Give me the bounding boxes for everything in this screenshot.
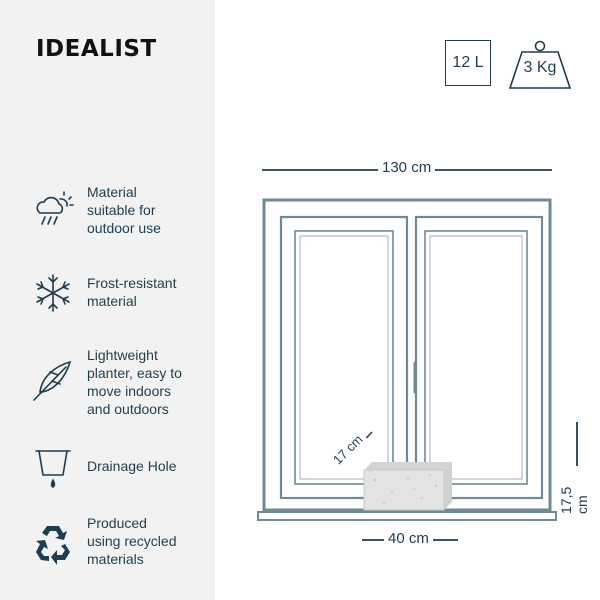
features-sidebar: IDEALIST Material suitable for outdoor u…: [0, 0, 215, 600]
feature-text-line: suitable for: [87, 202, 156, 218]
feature-lightweight: Lightweight planter, easy to move indoor…: [30, 346, 210, 417]
window-sill: [257, 511, 557, 521]
right-glass: [424, 230, 528, 485]
feature-frost-resistant: Frost-resistant material: [30, 274, 210, 334]
feature-text-line: material: [87, 293, 137, 309]
left-sash: [279, 215, 409, 500]
volume-badge: 12 L: [445, 40, 491, 86]
feature-text-line: move indoors: [87, 383, 172, 399]
right-sash: [414, 215, 544, 500]
left-glass-inner: [299, 235, 389, 480]
weight-badge: 3 Kg: [508, 40, 572, 89]
feature-recycled-materials: Produced using recycled materials: [30, 514, 210, 574]
volume-value: 12 L: [452, 54, 484, 71]
planter-box: [363, 462, 452, 511]
feature-text-line: and outdoors: [87, 401, 169, 417]
feature-text-line: planter, easy to: [87, 365, 182, 381]
weight-value: 3 Kg: [523, 59, 557, 76]
feature-outdoor-use: Material suitable for outdoor use: [30, 183, 210, 243]
feature-text-line: Lightweight: [87, 347, 158, 363]
left-glass: [294, 230, 394, 485]
weather-icon: [30, 187, 76, 233]
feature-drainage-hole: Drainage Hole: [30, 450, 210, 517]
right-glass-inner: [429, 235, 523, 480]
window-width-label: 130 cm: [378, 159, 436, 176]
feature-text-line: outdoor use: [87, 220, 161, 236]
feature-text-line: Produced: [87, 515, 147, 531]
planter-height-label: 17,5 cm: [558, 466, 590, 518]
drainage-pot-icon: [30, 447, 76, 493]
planter-length-label: 40 cm: [384, 530, 433, 547]
feature-text-line: using recycled: [87, 533, 177, 549]
recycle-icon: [30, 520, 76, 566]
brand-logo: IDEALIST: [36, 36, 157, 62]
feature-text-line: Drainage Hole: [87, 458, 177, 474]
weight-icon: [508, 40, 572, 89]
feature-text-line: Material: [87, 184, 137, 200]
feature-text-line: materials: [87, 551, 144, 567]
feature-text-line: Frost-resistant: [87, 275, 177, 291]
feather-icon: [30, 358, 76, 404]
snowflake-icon: [30, 270, 76, 316]
